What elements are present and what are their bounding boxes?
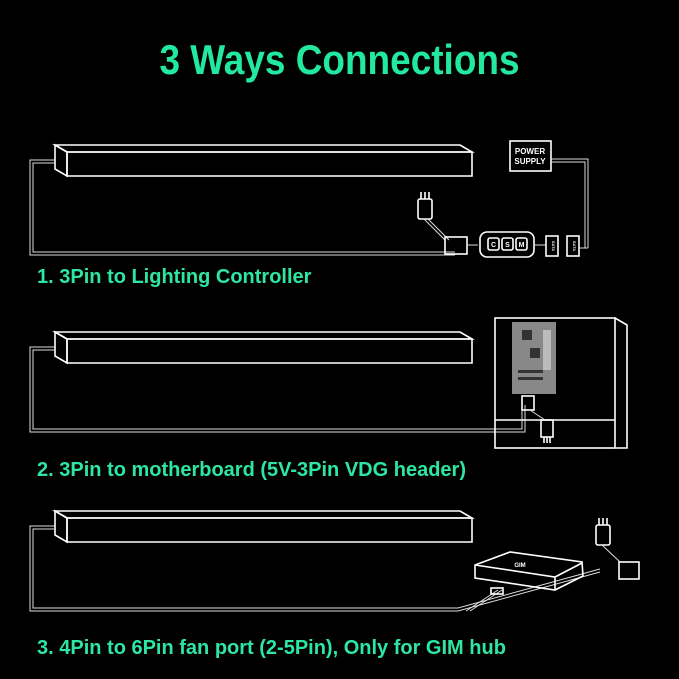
gim-hub: GIM bbox=[465, 551, 584, 612]
3pin-plug-1 bbox=[417, 192, 478, 255]
method-3-label: 3. 4Pin to 6Pin fan port (2-5Pin), Only … bbox=[37, 637, 506, 659]
hub-logo: GIM bbox=[514, 563, 525, 569]
3pin-plug-3 bbox=[595, 518, 640, 580]
sata-label-2: SATA bbox=[572, 241, 577, 251]
page-title: 3 Ways Connections bbox=[159, 36, 520, 83]
method-1-label: 1. 3Pin to Lighting Controller bbox=[37, 266, 312, 288]
controller-button-c: C bbox=[491, 242, 496, 249]
pc-case bbox=[494, 317, 628, 449]
light-bar-1 bbox=[29, 143, 475, 256]
light-bar-2 bbox=[29, 330, 526, 433]
controller-button-s: S bbox=[505, 242, 510, 249]
lighting-controller: C S M SATA SATA bbox=[479, 231, 588, 258]
power-supply: POWER SUPPLY bbox=[509, 140, 589, 248]
light-bar-3 bbox=[29, 509, 601, 612]
controller-button-m: M bbox=[519, 242, 525, 249]
method-2-label: 2. 3Pin to motherboard (5V-3Pin VDG head… bbox=[37, 459, 466, 481]
power-supply-line-2: SUPPLY bbox=[514, 157, 546, 166]
power-supply-line-1: POWER bbox=[515, 147, 545, 156]
sata-label-1: SATA bbox=[551, 241, 556, 251]
